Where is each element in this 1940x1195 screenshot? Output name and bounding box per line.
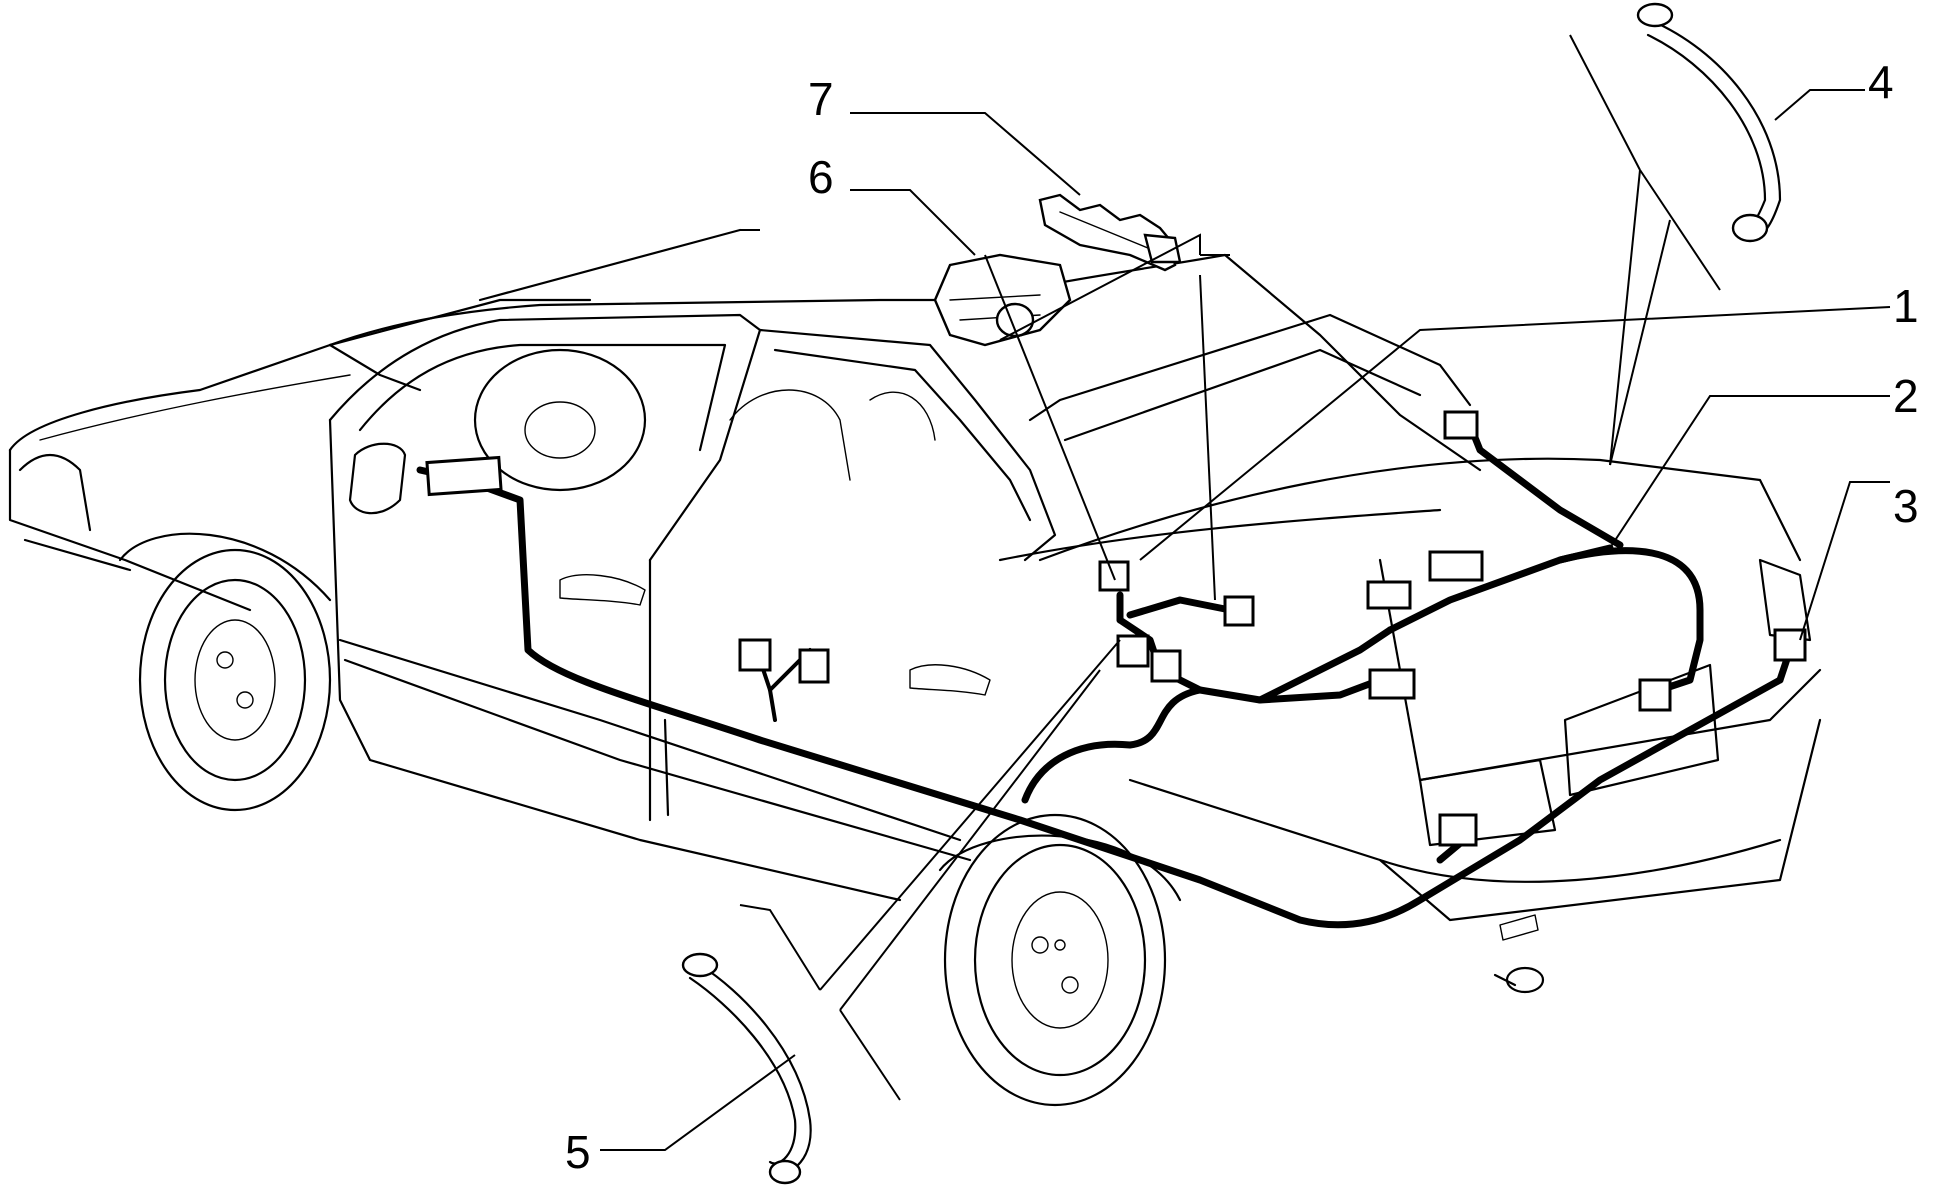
connector-icon — [1638, 678, 1672, 712]
callout-6: 6 — [808, 151, 834, 203]
connector-icon — [1368, 668, 1416, 700]
connector-icon — [1366, 580, 1412, 610]
connector-icon — [425, 455, 503, 497]
part-4-grommet-cable — [1636, 2, 1782, 243]
callout-leaders — [600, 89, 1891, 1151]
connector-icon — [1443, 410, 1479, 440]
callout-1: 1 — [1893, 280, 1919, 332]
connectors — [425, 410, 1807, 847]
connector-icon — [1150, 649, 1182, 683]
car-body-outline — [8, 228, 1822, 994]
callout-2: 2 — [1893, 370, 1919, 422]
wiring-harness — [416, 421, 1794, 929]
part-7-clip — [1038, 193, 1182, 272]
callout-5: 5 — [565, 1126, 591, 1178]
boundary-lines — [739, 34, 1721, 1101]
connector-icon — [1116, 634, 1150, 668]
callout-3: 3 — [1893, 480, 1919, 532]
connector-icon — [1773, 628, 1807, 662]
callout-4: 4 — [1868, 56, 1894, 108]
front-wheel — [118, 532, 332, 812]
connector-icon — [798, 648, 830, 684]
callout-7: 7 — [808, 73, 834, 125]
callout-labels: 1 2 3 4 5 6 7 — [565, 56, 1919, 1178]
part-5-grommet-cable — [681, 952, 812, 1185]
connector-icon — [1438, 813, 1478, 847]
connector-icon — [1223, 595, 1255, 627]
connector-icon — [1428, 550, 1484, 582]
connector-icon — [738, 638, 772, 672]
